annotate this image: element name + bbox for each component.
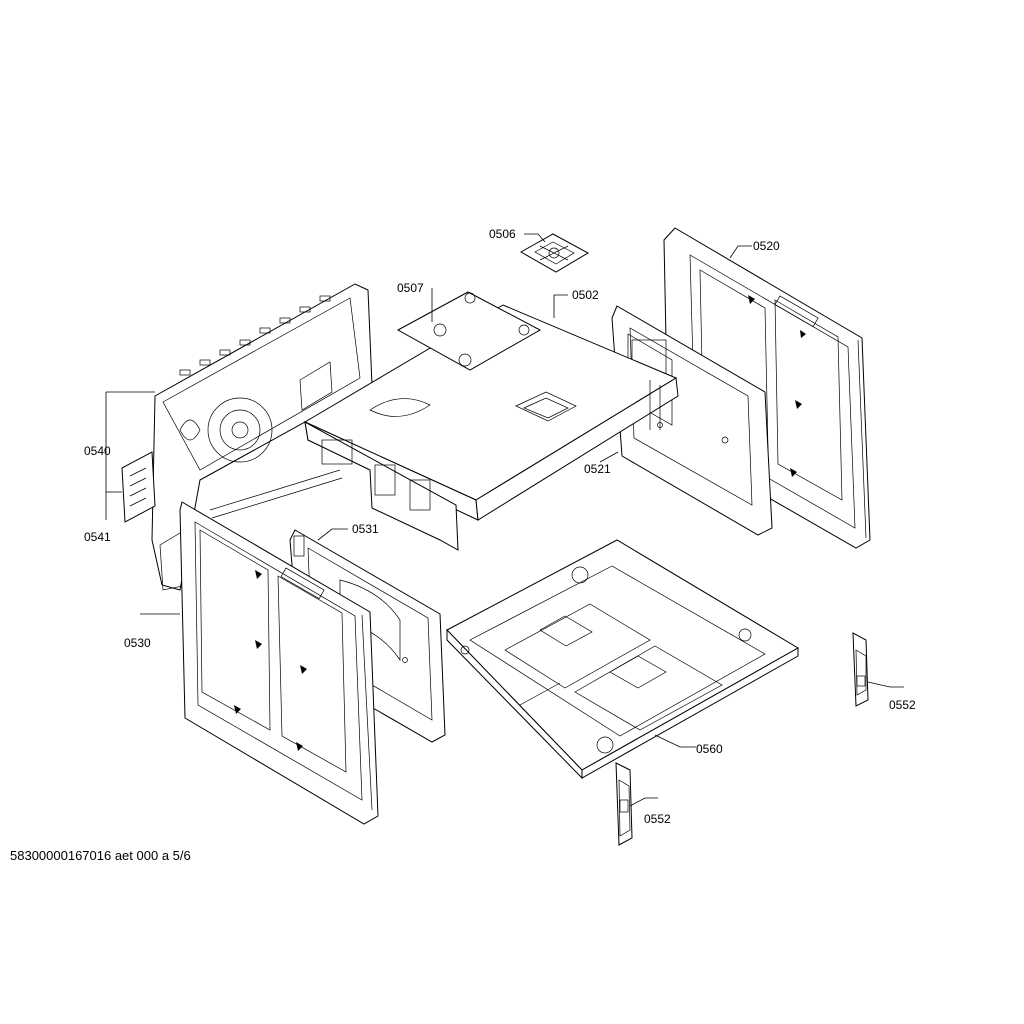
part-0552-bracket-right (852, 632, 869, 707)
part-0502-top-housing (303, 304, 679, 551)
label-0531: 0531 (352, 522, 379, 536)
leader-lines (105, 233, 904, 807)
part-0520-side-panel (663, 227, 871, 549)
label-0502: 0502 (572, 288, 599, 302)
label-0552-front: 0552 (644, 812, 671, 826)
label-0560: 0560 (696, 742, 723, 756)
part-0507-insulation-mat (396, 291, 542, 371)
label-0530: 0530 (124, 636, 151, 650)
label-0541: 0541 (84, 530, 111, 544)
label-0506: 0506 (489, 227, 516, 241)
part-0530-side-panel (179, 501, 379, 825)
label-0552-right: 0552 (889, 698, 916, 712)
part-0560-bottom-tray (446, 539, 799, 780)
label-0520: 0520 (753, 239, 780, 253)
part-0506-bracket (519, 233, 590, 273)
label-0507: 0507 (397, 281, 424, 295)
part-labels: 0506 0520 0507 0502 0540 0521 0541 0531 … (84, 227, 916, 826)
label-0540: 0540 (84, 444, 111, 458)
drawing-reference: 58300000167016 aet 000 a 5/6 (10, 848, 191, 863)
part-0540-rear-wall (151, 283, 373, 591)
part-0541-plate (121, 451, 156, 523)
part-0552-bracket-front (615, 762, 633, 846)
label-0521: 0521 (584, 462, 611, 476)
